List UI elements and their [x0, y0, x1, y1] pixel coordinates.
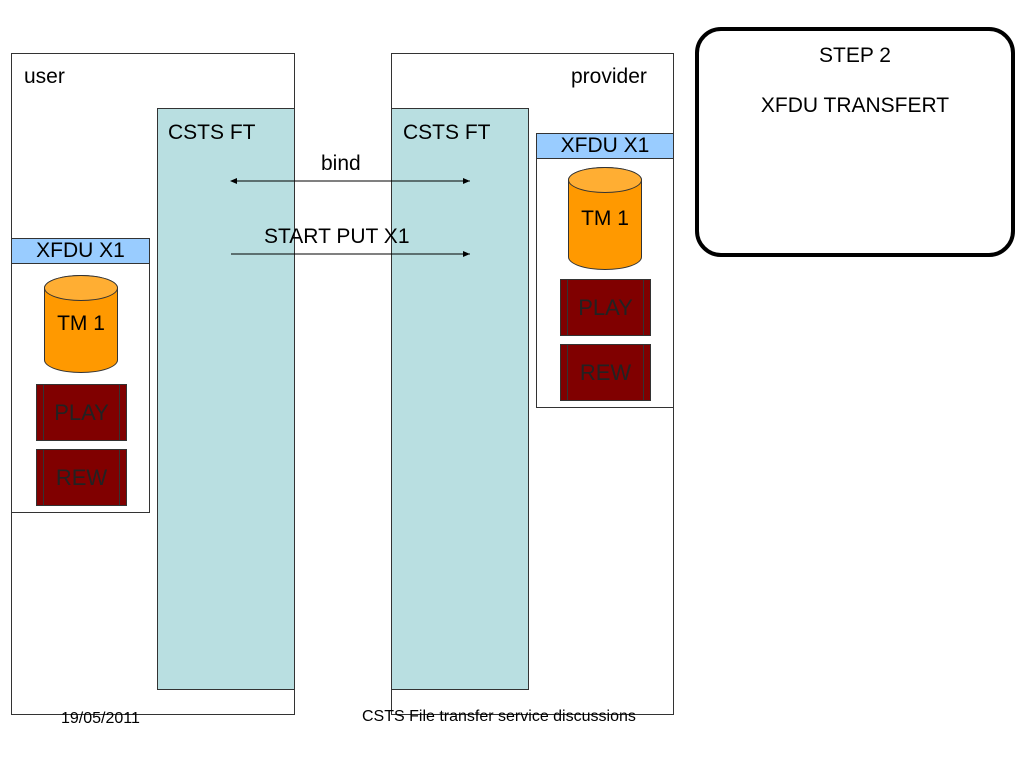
provider-csts-ft	[391, 108, 529, 690]
provider-tm-label: TM 1	[581, 206, 629, 230]
step-title: STEP 2	[819, 44, 891, 67]
user-xfdu-panel: XFDU X1 TM 1 PLAY REW	[11, 238, 150, 513]
user-csts-ft	[157, 108, 295, 690]
user-rew-label: REW	[55, 464, 108, 490]
step-box: STEP 2 XFDU TRANSFERT	[695, 27, 1015, 257]
user-tm-cylinder-top	[44, 275, 118, 301]
provider-play-button[interactable]: PLAY	[560, 279, 651, 336]
footer-caption: CSTS File transfer service discussions	[362, 708, 636, 725]
provider-xfdu-title: XFDU X1	[537, 134, 673, 159]
start-put-message-label: START PUT X1	[264, 225, 410, 248]
user-rew-button[interactable]: REW	[36, 449, 127, 506]
user-label: user	[24, 65, 65, 88]
provider-rew-button[interactable]: REW	[560, 344, 651, 401]
user-xfdu-title: XFDU X1	[12, 239, 149, 264]
provider-rew-label: REW	[579, 359, 632, 385]
user-csts-label: CSTS FT	[168, 121, 256, 144]
provider-label: provider	[571, 65, 647, 88]
provider-tm-cylinder-top	[568, 167, 642, 193]
provider-csts-label: CSTS FT	[403, 121, 491, 144]
user-tm-label: TM 1	[57, 312, 105, 335]
provider-play-label: PLAY	[578, 294, 633, 320]
footer-date: 19/05/2011	[61, 710, 140, 727]
user-play-label: PLAY	[54, 399, 109, 425]
provider-xfdu-panel: XFDU X1 TM 1 PLAY REW	[536, 133, 674, 408]
user-play-button[interactable]: PLAY	[36, 384, 127, 441]
bind-message-label: bind	[321, 152, 361, 175]
step-subtitle: XFDU TRANSFERT	[760, 94, 950, 117]
